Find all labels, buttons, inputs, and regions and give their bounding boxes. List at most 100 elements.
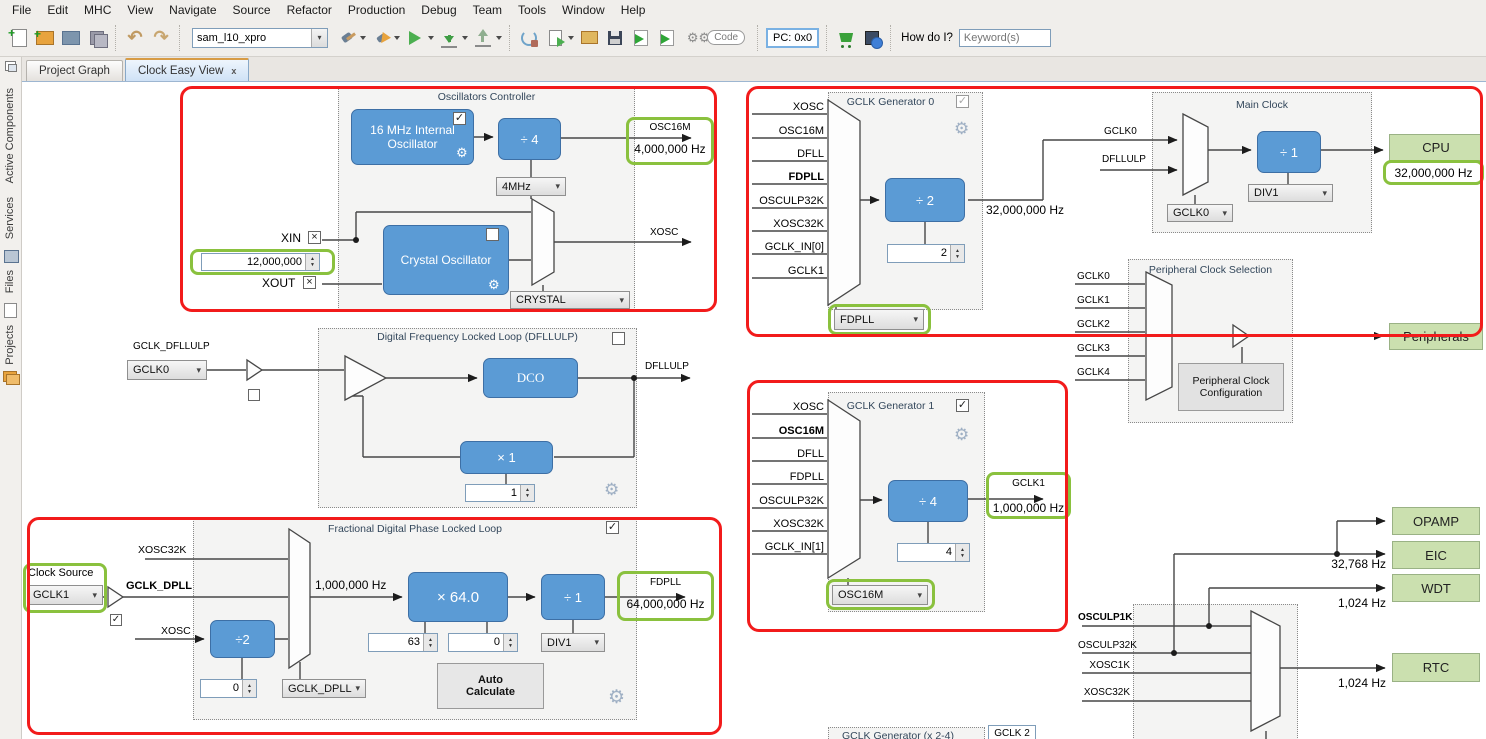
gclk0-input-label: GCLK_IN[0] xyxy=(754,241,824,253)
new-project-icon[interactable]: + xyxy=(33,25,57,51)
clean-build-icon[interactable] xyxy=(369,25,393,51)
crystal-oscillator-gear-icon[interactable]: ⚙ xyxy=(488,278,500,291)
chevron-down-icon: ▾ xyxy=(196,365,206,376)
internal-oscillator-checkbox[interactable]: ✓ xyxy=(453,112,466,125)
dfllulp-reference-dropdown[interactable]: GCLK0▾ xyxy=(127,360,207,380)
fdpll-input-checkbox[interactable]: ✓ xyxy=(110,614,122,626)
menu-production[interactable]: Production xyxy=(340,1,413,19)
fdpll-multiplier-frac-spinner[interactable]: 0▲▼ xyxy=(448,633,518,652)
chevron-down-icon[interactable]: ▾ xyxy=(311,29,327,47)
save-icon[interactable] xyxy=(603,25,627,51)
peripherals-output-box: Peripherals xyxy=(1389,323,1483,350)
gclk1-gear-icon[interactable]: ⚙ xyxy=(954,426,969,443)
fdpll-reference-dropdown[interactable]: GCLK_DPLL▾ xyxy=(282,679,366,698)
cpu-frequency-box: 32,000,000 Hz xyxy=(1383,160,1484,185)
main-clock-source-dropdown[interactable]: GCLK0▾ xyxy=(1167,204,1233,222)
lowpower-input-label: XOSC1K xyxy=(1078,660,1130,671)
osc16m-frequency-dropdown[interactable]: 4MHz▾ xyxy=(496,177,566,196)
xout-checkbox[interactable]: × xyxy=(303,276,316,289)
run-dropdown-arrow[interactable] xyxy=(428,36,434,40)
chevron-down-icon: ▾ xyxy=(594,637,604,648)
gclk1-source-dropdown[interactable]: OSC16M▾ xyxy=(832,585,928,605)
undo-icon[interactable]: ↶ xyxy=(123,25,147,51)
rtc-frequency: 1,024 Hz xyxy=(1320,676,1386,690)
menu-edit[interactable]: Edit xyxy=(39,1,76,19)
files-icon[interactable] xyxy=(4,303,17,318)
debug-project-dropdown-arrow[interactable] xyxy=(568,36,574,40)
sidebar-item-active-components[interactable]: Active Components xyxy=(4,88,16,183)
project-combobox[interactable]: sam_l10_xpro▾ xyxy=(192,28,328,48)
crystal-oscillator-checkbox[interactable] xyxy=(486,228,499,241)
program-upload-dropdown-arrow[interactable] xyxy=(496,36,502,40)
gclk1-input-label: XOSC32K xyxy=(752,518,824,530)
cart-icon[interactable] xyxy=(834,25,858,51)
sidebar-item-files[interactable]: Files xyxy=(4,270,16,293)
menu-navigate[interactable]: Navigate xyxy=(161,1,224,19)
build-dropdown-arrow[interactable] xyxy=(360,36,366,40)
menu-team[interactable]: Team xyxy=(465,1,510,19)
fdpll-output-divider-block: ÷ 1 xyxy=(541,574,605,620)
crystal-mode-dropdown[interactable]: CRYSTAL▾ xyxy=(510,291,630,309)
open-folder-icon[interactable] xyxy=(577,25,601,51)
tab-project-graph[interactable]: Project Graph xyxy=(26,60,123,81)
menu-refactor[interactable]: Refactor xyxy=(279,1,340,19)
gclk1-enable-checkbox[interactable]: ✓ xyxy=(956,399,969,412)
build-icon[interactable] xyxy=(335,25,359,51)
fdpll-output-divider-dropdown[interactable]: DIV1 ▾ xyxy=(541,633,605,652)
keyword-input[interactable] xyxy=(959,29,1051,47)
menu-tools[interactable]: Tools xyxy=(510,1,554,19)
debug-download-dropdown-arrow[interactable] xyxy=(462,36,468,40)
menu-debug[interactable]: Debug xyxy=(413,1,464,19)
gclk0-divider-spinner[interactable]: 2▲▼ xyxy=(887,244,965,263)
redo-icon[interactable]: ↷ xyxy=(149,25,173,51)
gclk1-divider-spinner[interactable]: 4▲▼ xyxy=(897,543,970,562)
tab-clock-easy-view[interactable]: Clock Easy Viewx xyxy=(125,58,249,81)
device-programmer-icon[interactable] xyxy=(860,25,884,51)
debug-project-icon[interactable] xyxy=(543,25,567,51)
save-all-icon[interactable] xyxy=(85,25,109,51)
dfllulp-block xyxy=(318,328,637,508)
generate-code-icon[interactable]: ⚙⚙Code xyxy=(681,25,751,51)
xin-checkbox[interactable]: × xyxy=(308,231,321,244)
fdpll-multiplier-int-spinner[interactable]: 63▲▼ xyxy=(368,633,438,652)
fdpll-output-divider-value: DIV1 xyxy=(547,637,571,649)
menu-file[interactable]: File xyxy=(4,1,39,19)
fdpll-clock-source-dropdown[interactable]: GCLK1▾ xyxy=(27,585,103,605)
fdpll-ref-divider-spinner[interactable]: 0▲▼ xyxy=(200,679,257,698)
clean-build-dropdown-arrow[interactable] xyxy=(394,36,400,40)
program-upload-icon[interactable] xyxy=(471,25,495,51)
fdpll-gear-icon[interactable]: ⚙ xyxy=(608,688,625,707)
xin-frequency-spinner[interactable]: 12,000,000▲▼ xyxy=(201,253,320,271)
dfllulp-gear-icon[interactable]: ⚙ xyxy=(604,481,619,498)
menu-mhc[interactable]: MHC xyxy=(76,1,119,19)
menu-view[interactable]: View xyxy=(119,1,161,19)
peripheral-clock-configuration-button[interactable]: Peripheral Clock Configuration xyxy=(1178,363,1284,411)
dfllulp-input-checkbox[interactable] xyxy=(248,389,260,401)
gclk0-source-dropdown[interactable]: FDPLL▾ xyxy=(834,309,924,330)
sidebar-item-services[interactable]: Services xyxy=(4,197,16,239)
step-into-icon[interactable] xyxy=(655,25,679,51)
fdpll-enable-checkbox[interactable]: ✓ xyxy=(606,521,619,534)
auto-calculate-button[interactable]: Auto Calculate xyxy=(437,663,544,709)
run-icon[interactable] xyxy=(403,25,427,51)
services-icon[interactable] xyxy=(4,250,19,263)
step-over-icon[interactable] xyxy=(629,25,653,51)
menu-source[interactable]: Source xyxy=(225,1,279,19)
cpu-divider-dropdown[interactable]: DIV1▾ xyxy=(1248,184,1333,202)
open-project-icon[interactable] xyxy=(59,25,83,51)
dfllulp-multiplier-spinner[interactable]: 1▲▼ xyxy=(465,484,535,502)
gclk0-enable-checkbox[interactable]: ✓ xyxy=(956,95,969,108)
dfllulp-enable-checkbox[interactable] xyxy=(612,332,625,345)
sidebar-item-projects[interactable]: Projects xyxy=(4,325,16,365)
close-icon[interactable]: x xyxy=(231,66,236,76)
gclk2-tab[interactable]: GCLK 2 xyxy=(988,725,1036,739)
cpu-divider-value: DIV1 xyxy=(1254,187,1278,199)
menu-window[interactable]: Window xyxy=(554,1,613,19)
reload-icon[interactable] xyxy=(517,25,541,51)
new-file-icon[interactable]: + xyxy=(7,25,31,51)
debug-download-icon[interactable] xyxy=(437,25,461,51)
internal-oscillator-gear-icon[interactable]: ⚙ xyxy=(456,146,468,159)
gclk1-divider-label: ÷ 4 xyxy=(919,494,937,509)
gclk0-gear-icon[interactable]: ⚙ xyxy=(954,120,969,137)
menu-help[interactable]: Help xyxy=(613,1,654,19)
